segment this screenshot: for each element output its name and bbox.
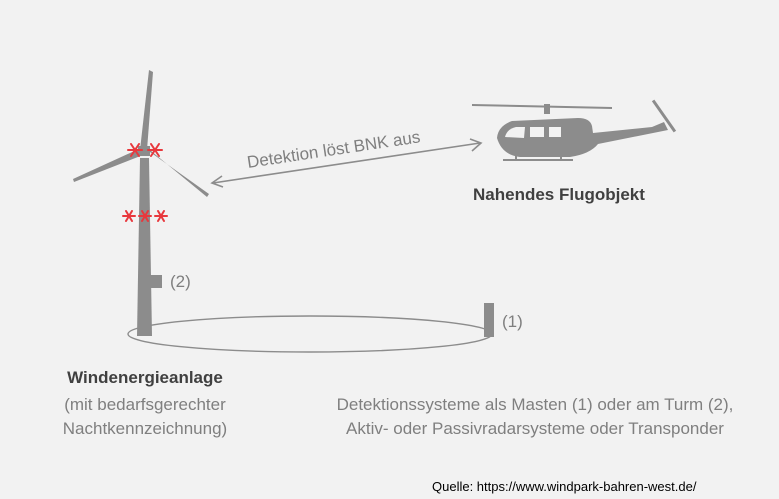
turbine-blade-up <box>140 70 153 150</box>
detection-line1: Detektionssysteme als Masten (1) oder am… <box>336 395 734 414</box>
turbine-caption: Windenergieanlage (mit bedarfsgerechter … <box>30 366 260 441</box>
warning-light <box>138 210 152 222</box>
warning-light <box>127 143 143 157</box>
aircraft-label: Nahendes Flugobjekt <box>473 185 645 204</box>
radar-mast-icon <box>484 303 494 337</box>
warning-light <box>122 210 136 222</box>
tower-marker-label: (2) <box>170 272 191 291</box>
warning-light-icon <box>122 143 168 222</box>
detection-caption: Detektionssysteme als Masten (1) oder am… <box>300 393 770 441</box>
source-link[interactable]: Quelle: https://www.windpark-bahren-west… <box>432 479 697 494</box>
tower-sensor-box <box>150 275 162 288</box>
turbine-title: Windenergieanlage <box>67 368 223 387</box>
detection-line2: Aktiv- oder Passivradarsysteme oder Tran… <box>346 419 724 438</box>
turbine-tower <box>137 158 152 336</box>
detection-range-ellipse <box>127 315 493 353</box>
warning-light <box>154 210 168 222</box>
warning-light <box>147 143 163 157</box>
turbine-blade-left <box>73 148 143 182</box>
double-arrow-icon <box>210 138 483 188</box>
turbine-nacelle <box>138 146 150 156</box>
turbine-subtitle-line1: (mit bedarfsgerechter <box>64 395 226 414</box>
turbine-blade-right <box>145 146 209 197</box>
wind-turbine-icon <box>73 70 209 336</box>
mast-marker-label: (1) <box>502 312 523 331</box>
helicopter-icon <box>472 99 677 161</box>
turbine-subtitle-line2: Nachtkennzeichnung) <box>62 419 228 438</box>
